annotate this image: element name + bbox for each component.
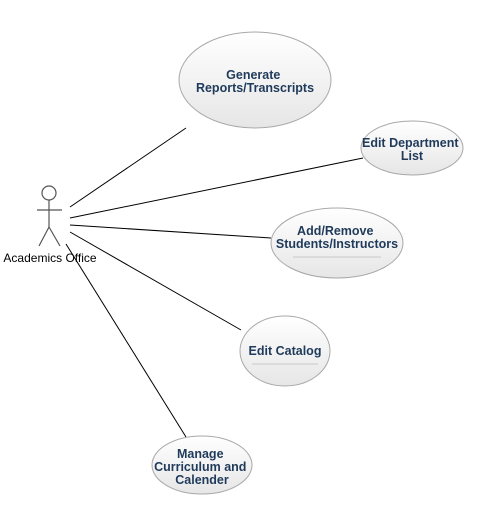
use-case-edit-catalog[interactable]: Edit Catalog bbox=[239, 315, 331, 387]
association-edit-department-list[interactable] bbox=[69, 157, 364, 219]
associations bbox=[65, 127, 364, 438]
actor-label: Academics Office bbox=[3, 251, 96, 265]
use-case-manage-curriculum[interactable]: Manage Curriculum and Calender bbox=[151, 435, 253, 495]
use-case-label: Manage Curriculum and Calender bbox=[154, 447, 250, 487]
use-case-label: Edit Department List bbox=[362, 136, 462, 163]
association-manage-curriculum[interactable] bbox=[65, 243, 187, 438]
actor-academics-office[interactable]: Academics Office bbox=[3, 185, 97, 265]
association-generate-reports[interactable] bbox=[69, 127, 187, 208]
use-case-label: Add/Remove Students/Instructors bbox=[276, 224, 398, 251]
stick-figure-actor-icon bbox=[37, 185, 62, 247]
association-add-remove-students[interactable] bbox=[69, 224, 272, 239]
use-case-label: Edit Catalog bbox=[249, 344, 322, 358]
use-case-generate-reports[interactable]: Generate Reports/Transcripts bbox=[178, 31, 332, 129]
association-edit-catalog[interactable] bbox=[69, 231, 242, 331]
use-case-add-remove-students[interactable]: Add/Remove Students/Instructors bbox=[270, 207, 404, 279]
use-case-label: Generate Reports/Transcripts bbox=[196, 68, 314, 95]
use-case-edit-department-list[interactable]: Edit Department List bbox=[360, 120, 464, 176]
